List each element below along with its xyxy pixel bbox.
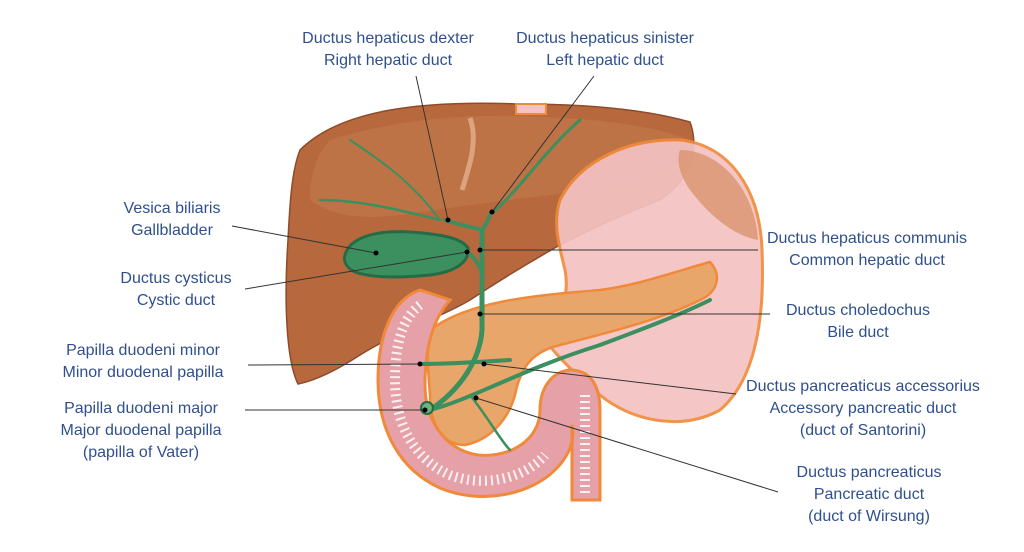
latin-name: Ductus hepaticus dexter: [302, 30, 474, 47]
latin-name: Ductus pancreaticus accessorius: [746, 378, 980, 395]
label-bile-duct: Ductus choledochus Bile duct: [770, 300, 946, 344]
latin-name: Ductus hepaticus communis: [766, 230, 968, 247]
gallbladder-shape: [343, 230, 470, 279]
english-name: Minor duodenal papilla: [62, 364, 224, 381]
latin-name: Ductus cysticus: [120, 270, 232, 287]
label-gallbladder: Vesica biliaris Gallbladder: [110, 198, 234, 242]
leader-lines: [231, 75, 779, 493]
latin-name: Ductus pancreaticus: [796, 464, 942, 481]
label-cystic-duct: Ductus cysticus Cystic duct: [106, 268, 246, 312]
label-common-hepatic: Ductus hepaticus communis Common hepatic…: [756, 228, 978, 272]
label-pancreatic-duct: Ductus pancreaticus Pancreatic duct (duc…: [776, 462, 962, 528]
label-hepatic-dexter: Ductus hepaticus dexter Right hepatic du…: [286, 28, 490, 72]
label-papilla-major: Papilla duodeni major Major duodenal pap…: [36, 398, 246, 464]
latin-name: Ductus hepaticus sinister: [516, 30, 694, 47]
english-name: Common hepatic duct: [789, 252, 945, 269]
eponym-name: (duct of Santorini): [799, 422, 927, 439]
english-name: Accessory pancreatic duct: [769, 400, 957, 417]
english-name: Pancreatic duct: [813, 486, 925, 503]
label-accessory-pancreatic: Ductus pancreaticus accessorius Accessor…: [728, 376, 998, 442]
english-name: Left hepatic duct: [546, 52, 664, 69]
latin-name: Papilla duodeni major: [64, 400, 218, 417]
english-name: Cystic duct: [136, 292, 216, 309]
latin-name: Papilla duodeni minor: [66, 342, 220, 359]
english-name: Right hepatic duct: [323, 52, 453, 69]
leader-dots: [373, 209, 495, 413]
duodenum: [376, 288, 602, 502]
latin-name: Vesica biliaris: [123, 200, 221, 217]
eponym-name: (papilla of Vater): [82, 444, 200, 461]
eponym-name: (duct of Wirsung): [808, 508, 930, 525]
english-name: Bile duct: [827, 324, 889, 341]
label-papilla-minor: Papilla duodeni minor Minor duodenal pap…: [40, 340, 246, 384]
latin-name: Ductus choledochus: [785, 302, 931, 319]
english-name: Major duodenal papilla: [60, 422, 222, 439]
english-name: Gallbladder: [131, 222, 213, 239]
label-hepatic-sinister: Ductus hepaticus sinister Left hepatic d…: [498, 28, 712, 72]
